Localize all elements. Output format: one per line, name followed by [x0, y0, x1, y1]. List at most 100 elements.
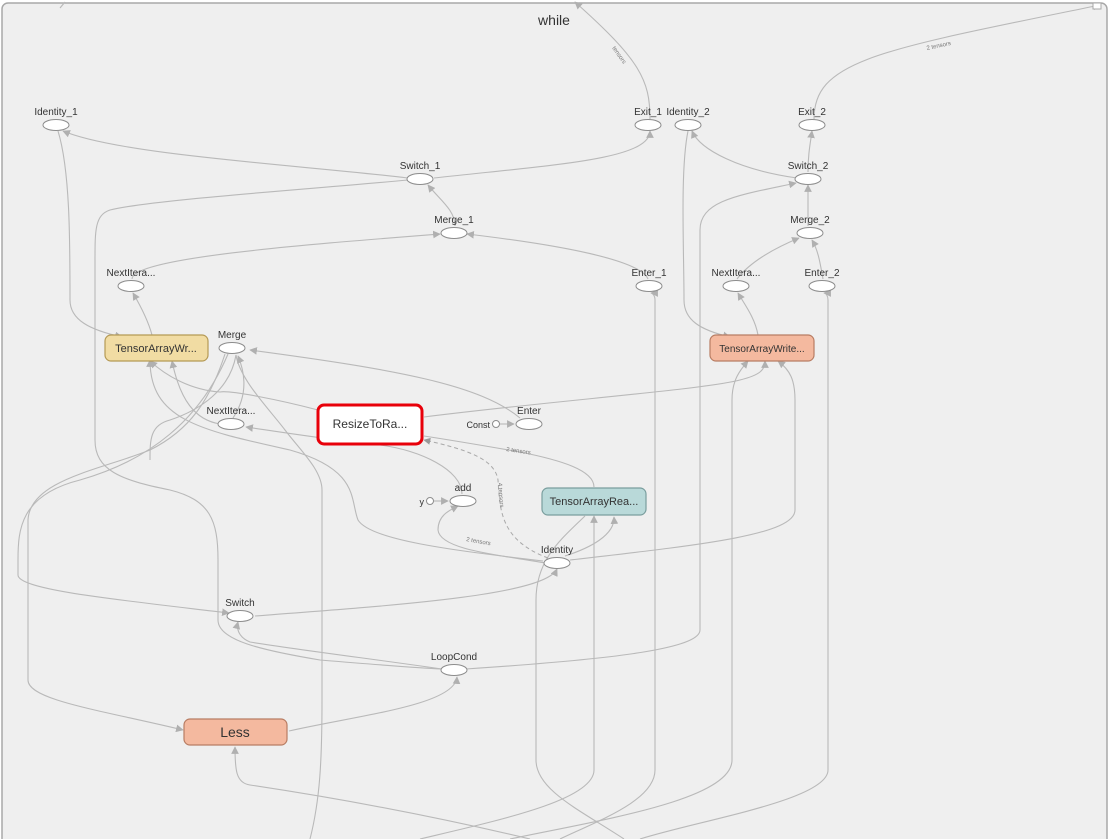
node-const[interactable]: Const: [466, 420, 500, 430]
label-identity: Identity: [541, 545, 573, 556]
edge-merge1-switch1: [427, 184, 456, 227]
label-identity-2: Identity_2: [666, 107, 710, 118]
edge-tar-bottom-left: [535, 515, 625, 839]
node-resize-to-range[interactable]: ResizeToRa...: [316, 403, 424, 446]
label-add: add: [455, 483, 472, 494]
node-enter[interactable]: Enter: [515, 406, 543, 430]
label-switch-1: Switch_1: [400, 161, 441, 172]
edge-bottom-less: [231, 746, 531, 839]
edge-less-loopcond: [288, 676, 461, 732]
edge-merge-down: [149, 354, 237, 461]
label-merge-2: Merge_2: [790, 215, 830, 226]
frame-corner-handle[interactable]: [1092, 2, 1102, 10]
edge-label-exit2-out: 2 tensors: [926, 41, 951, 52]
edge-enter2-merge2: [811, 239, 824, 280]
node-add[interactable]: add: [449, 483, 477, 507]
edge-identity-tar: [564, 516, 619, 557]
edge-nextit1-merge1: [131, 230, 441, 280]
node-next-iteration-2[interactable]: NextItera...: [712, 268, 761, 292]
edge-bottom-tar: [419, 515, 598, 839]
node-merge[interactable]: Merge: [218, 330, 247, 354]
node-switch-2[interactable]: Switch_2: [788, 161, 829, 185]
node-next-iteration-1[interactable]: NextItera...: [107, 268, 156, 292]
edge-identity1-taw1: [57, 130, 123, 340]
node-identity-2[interactable]: Identity_2: [666, 107, 710, 131]
edge-tar-resize: [423, 435, 595, 488]
edge-resize-taw2: [423, 360, 769, 418]
node-identity[interactable]: Identity: [541, 545, 573, 569]
label-next-iteration-2: NextItera...: [712, 268, 761, 279]
label-tensor-array-write-1: TensorArrayWr...: [115, 343, 197, 355]
node-tensor-array-write-2[interactable]: TensorArrayWrite...: [709, 334, 815, 362]
edge-identity-resize-ref: [423, 437, 549, 559]
label-less: Less: [220, 724, 250, 740]
edge-loopcond-switch: [232, 621, 443, 670]
edge-switch-identity: [254, 568, 558, 617]
node-exit-2[interactable]: Exit_2: [798, 107, 826, 131]
label-enter-2: Enter_2: [804, 268, 839, 279]
label-identity-1: Identity_1: [34, 107, 78, 118]
node-enter-1[interactable]: Enter_1: [631, 268, 667, 292]
edge-bottom-taw2: [509, 360, 749, 839]
edge-bottom-enter1: [559, 289, 658, 839]
node-enter-2[interactable]: Enter_2: [804, 268, 840, 292]
edge-switch1-exit1: [433, 130, 654, 179]
edge-nextit-taw1: [169, 360, 221, 425]
edge-resize-merge: [149, 360, 319, 411]
label-merge-1: Merge_1: [434, 215, 474, 226]
node-tensor-array-read[interactable]: TensorArrayRea...: [541, 487, 647, 516]
edge-identity2-taw2: [682, 130, 731, 340]
label-switch: Switch: [225, 598, 254, 609]
edge-taw1-nextit1: [132, 292, 153, 336]
label-const: Const: [466, 420, 490, 430]
edge-nextit2-merge2: [736, 237, 800, 280]
node-less[interactable]: Less: [183, 718, 288, 746]
label-loop-cond: LoopCond: [431, 652, 477, 663]
nodes: Identity_1 Exit_1 Identity_2 Exit_2 Swit…: [34, 107, 840, 746]
edge-label-enter-resize: 2 tensors: [506, 447, 531, 456]
edge-merge-switch-loop: [17, 353, 230, 617]
edge-switch2-exit2: [807, 130, 815, 173]
label-merge: Merge: [218, 330, 247, 341]
label-exit-2: Exit_2: [798, 107, 826, 118]
node-merge-2[interactable]: Merge_2: [790, 215, 830, 239]
edge-label-resize-ref: 4 tensors: [496, 483, 504, 508]
label-exit-1: Exit_1: [634, 107, 662, 118]
edge-exit2-out: [813, 2, 1101, 120]
label-resize-to-range: ResizeToRa...: [333, 417, 408, 431]
edges: tensors 2 tensors: [17, 1, 1101, 839]
edge-merge-less: [27, 353, 226, 733]
edge-nextit-merge: [232, 355, 245, 419]
edge-switch2-identity2: [691, 130, 798, 179]
edge-switch1-identity1: [62, 130, 409, 179]
label-enter: Enter: [517, 406, 542, 417]
node-next-iteration[interactable]: NextItera...: [207, 406, 256, 430]
edge-identity-taw2: [569, 360, 796, 561]
edge-top-left: [59, 1, 66, 9]
edge-exit1-out: [574, 1, 651, 120]
node-y[interactable]: y: [420, 497, 434, 507]
edge-identity-add: [437, 505, 546, 564]
scope-title: while: [537, 12, 570, 28]
node-switch[interactable]: Switch: [225, 598, 255, 622]
label-next-iteration: NextItera...: [207, 406, 256, 417]
label-tensor-array-write-2: TensorArrayWrite...: [719, 344, 804, 355]
edge-enter1-merge1: [466, 230, 649, 280]
node-loop-cond[interactable]: LoopCond: [431, 652, 477, 676]
edge-switch1-left-down: [94, 179, 443, 670]
label-switch-2: Switch_2: [788, 161, 829, 172]
node-exit-1[interactable]: Exit_1: [634, 107, 662, 131]
edge-label-identity-add: 2 tensors: [466, 537, 491, 547]
label-enter-1: Enter_1: [631, 268, 666, 279]
node-identity-1[interactable]: Identity_1: [34, 107, 78, 131]
label-next-iteration-1: NextItera...: [107, 268, 156, 279]
node-merge-1[interactable]: Merge_1: [434, 215, 474, 239]
node-switch-1[interactable]: Switch_1: [400, 161, 441, 185]
node-tensor-array-write-1[interactable]: TensorArrayWr...: [104, 334, 209, 362]
edge-identity-taw1: [146, 359, 544, 562]
edge-switch2-down: [465, 180, 797, 670]
edge-taw2-nextit2: [737, 292, 759, 336]
